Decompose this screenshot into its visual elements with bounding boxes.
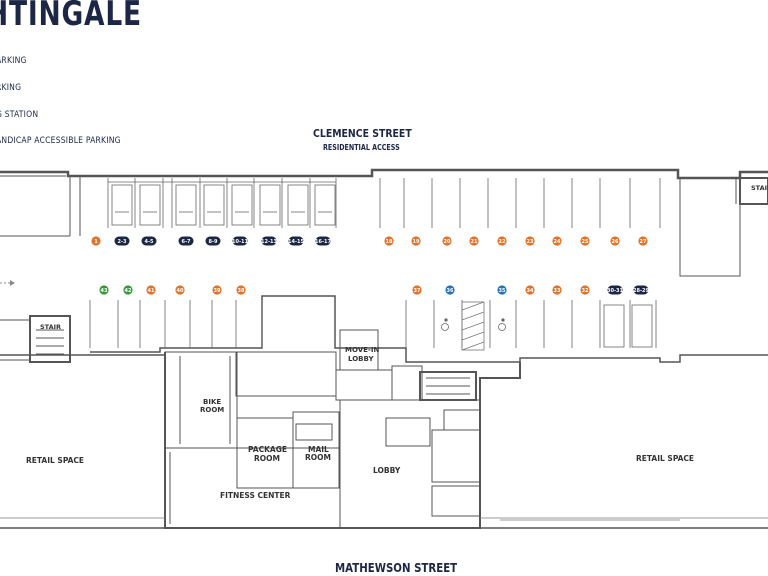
drive-arrow-icon	[0, 280, 15, 286]
parking-spot-number: 22	[499, 239, 506, 245]
parking-spot-number: 34	[527, 288, 534, 294]
legend-item-parking: ARKING	[0, 56, 27, 66]
room-label-fitness-center: FITNESS CENTER	[220, 491, 291, 500]
stair-label-west: STAIR	[40, 323, 61, 331]
parking-spot-number: 42	[125, 288, 132, 294]
parking-spot-marker	[384, 236, 394, 246]
parking-spot-number: 30-31	[607, 288, 624, 294]
parking-spot-number: 25	[582, 239, 589, 245]
parking-spot-marker	[114, 236, 130, 246]
parking-spot-marker	[525, 236, 535, 246]
parking-spot-number: 14-15	[288, 239, 305, 245]
parking-spot-number: 16-17	[315, 239, 332, 245]
parking-spot-number: 36	[447, 288, 454, 294]
room-label-package: PACKAGE	[248, 445, 287, 454]
parking-spot-number: 8-9	[208, 239, 218, 245]
parking-spot-marker	[552, 285, 562, 295]
parking-spot-number: 32	[582, 288, 589, 294]
parking-spot-number: 20	[444, 239, 451, 245]
legend-item-handicap-parking: ANDICAP ACCESSIBLE PARKING	[0, 136, 121, 146]
parking-spot-number: 6-7	[181, 239, 191, 245]
parking-spot-number: 35	[499, 288, 506, 294]
parking-stalls-north	[107, 178, 661, 228]
building-walls	[0, 168, 768, 529]
room-label-move-in: MOVE-IN	[345, 346, 379, 354]
parking-spot-marker	[580, 236, 590, 246]
parking-spot-marker	[525, 285, 535, 295]
parking-spot-number: 27	[640, 239, 647, 245]
parking-spot-number: 37	[414, 288, 421, 294]
parking-spot-marker	[205, 236, 221, 246]
parking-spot-number: 43	[101, 288, 108, 294]
parking-spot-marker	[607, 285, 623, 295]
parking-spot-marker	[445, 285, 455, 295]
parking-spot-marker	[175, 285, 185, 295]
parking-spot-number: 24	[554, 239, 561, 245]
parking-spot-marker	[497, 236, 507, 246]
parking-stalls-south	[89, 300, 657, 348]
parking-spot-number: 38	[238, 288, 245, 294]
parking-spot-markers: 1 2-3 4-5 6-7 8-9 10-11 12-13 14-15 16-17 18 19 20 2…	[91, 236, 650, 295]
legend-item-parking-2: RKING	[0, 83, 22, 93]
room-label-bike-room: ROOM	[200, 406, 224, 414]
parking-spot-marker	[236, 285, 246, 295]
parking-spot-marker	[412, 285, 422, 295]
parking-spot-number: 28-29	[633, 288, 650, 294]
parking-spot-number: 2-3	[117, 239, 127, 245]
legend-item-charging-station: G STATION	[0, 110, 39, 120]
parking-spot-number: 4-5	[144, 239, 154, 245]
room-label-bike: BIKE	[203, 398, 221, 406]
parking-spot-marker	[261, 236, 277, 246]
parking-spot-number: 33	[554, 288, 561, 294]
parking-spot-marker	[315, 236, 331, 246]
parking-spot-number: 21	[471, 239, 478, 245]
parking-spot-number: 41	[148, 288, 155, 294]
parking-spot-marker	[91, 236, 101, 246]
parking-spot-number: 12-13	[261, 239, 278, 245]
parking-spot-number: 23	[527, 239, 534, 245]
parking-spot-marker	[633, 285, 649, 295]
parking-spot-marker	[232, 236, 248, 246]
parking-spot-marker	[288, 236, 304, 246]
street-label-clemence: CLEMENCE STREET	[313, 127, 412, 140]
room-label-move-in-lobby: LOBBY	[348, 355, 374, 363]
parking-spot-marker	[212, 285, 222, 295]
parking-spot-marker	[610, 236, 620, 246]
parking-spot-marker	[411, 236, 421, 246]
parking-spot-marker	[638, 236, 648, 246]
parking-spot-marker	[146, 285, 156, 295]
room-label-retail-west: RETAIL SPACE	[26, 456, 84, 465]
room-label-mail-room: ROOM	[305, 453, 331, 462]
parking-spot-number: 1	[94, 239, 98, 245]
room-label-retail-east: RETAIL SPACE	[636, 454, 694, 463]
parking-spot-marker	[552, 236, 562, 246]
parking-spot-marker	[580, 285, 590, 295]
room-label-lobby: LOBBY	[373, 466, 401, 475]
parking-spot-number: 40	[177, 288, 184, 294]
street-label-mathewson: MATHEWSON STREET	[335, 561, 458, 575]
parking-spot-marker	[99, 285, 109, 295]
parking-spot-number: 39	[214, 288, 221, 294]
parking-spot-marker	[497, 285, 507, 295]
room-label-package-room: ROOM	[254, 454, 280, 463]
handicap-icon	[441, 318, 506, 331]
stair-label-east: STAIR	[751, 184, 768, 192]
parking-spot-number: 26	[612, 239, 619, 245]
parking-spot-marker	[123, 285, 133, 295]
parking-spot-marker	[469, 236, 479, 246]
parking-spot-number: 18	[386, 239, 393, 245]
access-aisle-hatch	[461, 301, 485, 351]
street-sublabel-residential-access: RESIDENTIAL ACCESS	[323, 143, 400, 152]
property-title: HTINGALE	[0, 0, 142, 34]
room-label-mail: MAIL	[308, 445, 329, 454]
parking-spot-marker	[141, 236, 157, 246]
parking-spot-marker	[442, 236, 452, 246]
parking-spot-number: 19	[413, 239, 420, 245]
parking-spot-number: 10-11	[232, 239, 249, 245]
parking-spot-marker	[178, 236, 194, 246]
